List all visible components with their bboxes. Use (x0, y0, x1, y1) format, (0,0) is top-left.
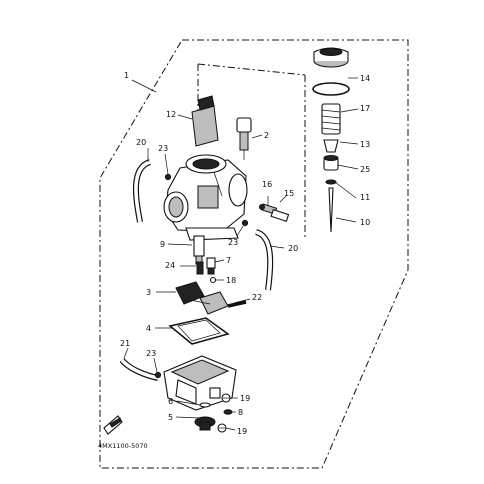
chamber-screw-upper (221, 393, 231, 403)
callout-4: 4 (146, 324, 151, 333)
jet-washer (209, 276, 217, 284)
callout-13: 13 (360, 140, 370, 149)
float-chamber-gasket (168, 317, 230, 345)
callout-17: 17 (360, 104, 370, 113)
float-pin (227, 300, 247, 308)
float (175, 281, 229, 315)
hose-clamp-lower (241, 219, 249, 227)
drain-o-ring (199, 402, 211, 408)
needle-clip (325, 179, 337, 185)
leader-lines (123, 77, 359, 431)
callout-6: 6 (168, 397, 173, 406)
callout-25: 25 (360, 165, 370, 174)
callout-19-lower: 19 (237, 427, 247, 436)
callout-21: 21 (120, 339, 130, 348)
callout-16: 16 (262, 180, 272, 189)
callout-23-upper: 23 (158, 144, 168, 153)
callout-7: 7 (226, 256, 231, 265)
callout-23-middle: 23 (228, 238, 238, 247)
assembly-boundary (99, 39, 409, 469)
throttle-stop-screw (236, 117, 252, 160)
callout-3: 3 (146, 288, 151, 297)
callout-11: 11 (360, 193, 370, 202)
callout-14: 14 (360, 74, 370, 83)
callout-12: 12 (166, 110, 176, 119)
hose-clamp-upper (164, 173, 172, 181)
jet-needle (328, 187, 334, 233)
pilot-jet (196, 261, 204, 275)
needle-jet (193, 235, 205, 265)
callout-15: 15 (284, 189, 294, 198)
valve-spring (321, 103, 341, 135)
hose-clamp-drain (154, 371, 162, 379)
spring-retainer (323, 139, 339, 153)
drain-plug (194, 416, 216, 431)
callout-20-upper: 20 (136, 138, 146, 147)
diagram-code: 4MX1100-5070 (98, 442, 148, 450)
callout-22: 22 (252, 293, 262, 302)
needle-holder (323, 155, 339, 171)
callout-20-lower: 20 (288, 244, 298, 253)
chamber-screw-lower (217, 423, 227, 433)
callout-23-lower: 23 (146, 349, 156, 358)
idle-screw (270, 208, 290, 222)
boundary-line-inner (197, 63, 306, 76)
callout-24: 24 (165, 261, 175, 270)
callout-10: 10 (360, 218, 370, 227)
throttle-valve (191, 95, 219, 147)
callout-1: 1 (124, 71, 129, 80)
cap-gasket (312, 82, 350, 96)
callout-18: 18 (226, 276, 236, 285)
float-chamber (163, 355, 237, 411)
callout-2: 2 (264, 131, 269, 140)
callout-5: 5 (168, 413, 173, 422)
callout-19-upper: 19 (240, 394, 250, 403)
callout-9: 9 (160, 240, 165, 249)
callout-8: 8 (238, 408, 243, 417)
main-jet (206, 257, 216, 275)
hose-reference-icon (103, 415, 123, 435)
top-cap (313, 47, 349, 68)
carburetor-body (163, 154, 248, 241)
